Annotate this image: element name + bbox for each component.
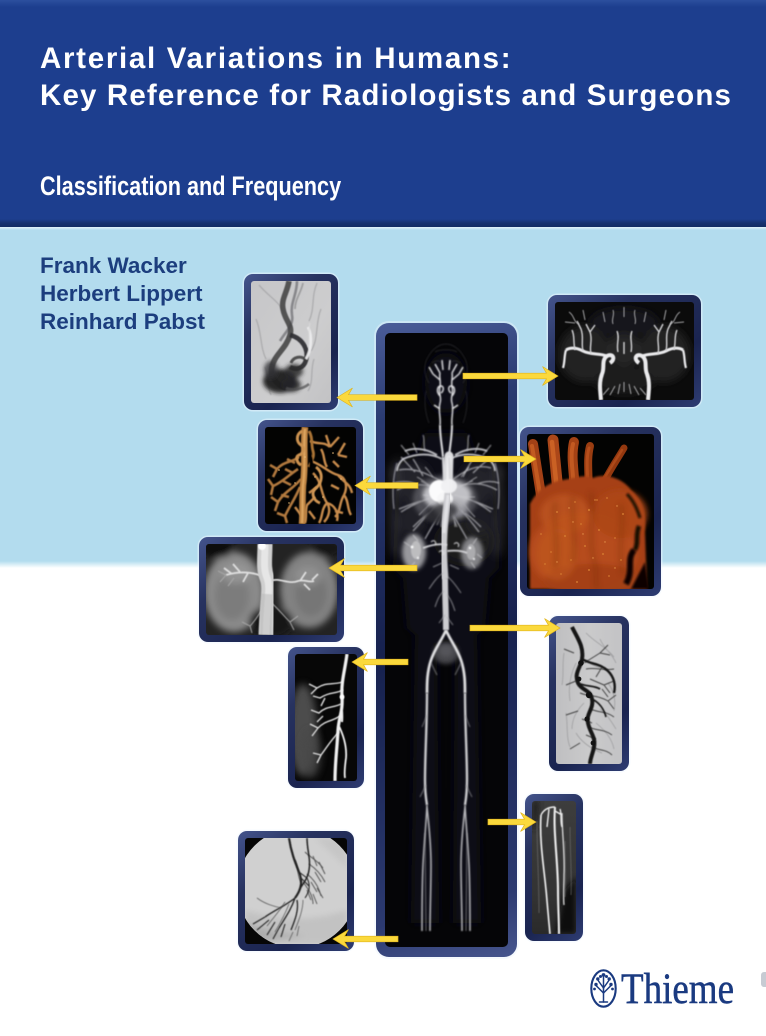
svg-text:Thieme: Thieme: [621, 966, 734, 1013]
